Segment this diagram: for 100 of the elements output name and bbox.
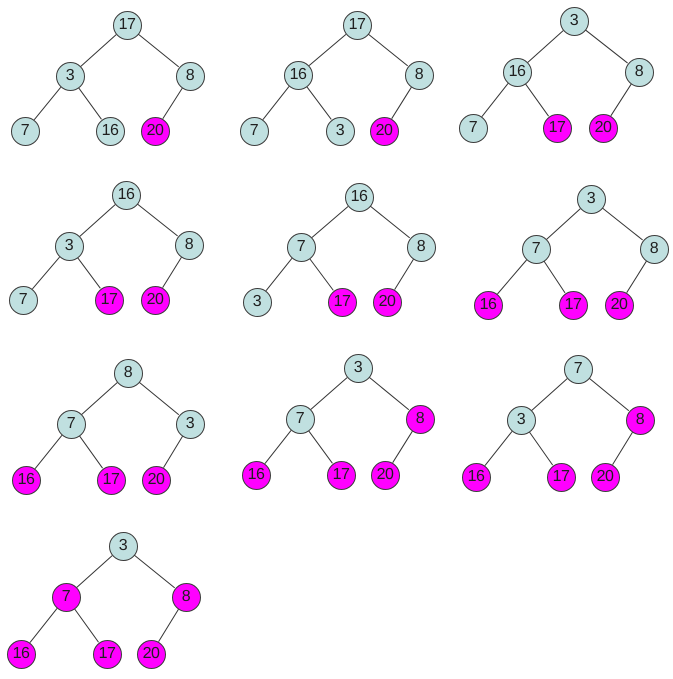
tree-node-circle: 8 xyxy=(640,234,668,264)
tree-node-circle: 17 xyxy=(546,462,576,492)
tree-edge xyxy=(481,82,509,118)
tree-edge xyxy=(136,204,178,236)
tree-edge xyxy=(311,206,349,238)
tree-node-circle: 8 xyxy=(172,582,200,612)
tree-edge xyxy=(162,88,183,120)
tree-edge xyxy=(531,378,568,411)
tree-edge xyxy=(546,208,581,240)
tree-node-circle: 20 xyxy=(590,462,620,492)
tree-edge xyxy=(158,608,179,642)
tree-node-circle: 7 xyxy=(56,410,86,438)
tree-edge xyxy=(626,260,647,294)
tree-node-circle: 20 xyxy=(140,116,170,146)
tree-node-circle: 17 xyxy=(92,640,122,668)
tree-edge xyxy=(34,86,62,120)
tree-edge xyxy=(392,430,413,464)
tree-edge xyxy=(544,260,566,294)
tree-edge xyxy=(79,204,116,237)
tree-node-circle: 16 xyxy=(6,640,36,668)
tree-node-circle: 20 xyxy=(370,116,398,146)
tree-node-circle: 16 xyxy=(284,60,312,90)
tree-edge xyxy=(80,34,117,67)
tree-node-circle: 16 xyxy=(242,460,270,490)
tree-edge xyxy=(76,555,113,588)
tree-node-circle: 20 xyxy=(588,114,618,142)
tree-node-circle: 7 xyxy=(522,234,550,264)
tree-edge xyxy=(309,258,334,291)
tree-node-circle: 7 xyxy=(286,404,314,434)
tree-node-circle: 20 xyxy=(604,290,634,320)
tree-node-circle: 7 xyxy=(564,354,592,384)
tree-edge xyxy=(162,256,182,288)
tree-edge xyxy=(32,256,60,290)
tree-edge xyxy=(266,258,292,292)
tree-node-circle: 17 xyxy=(96,466,126,494)
tree-node-circle: 20 xyxy=(142,466,170,494)
tree-node-circle: 8 xyxy=(404,60,434,90)
tree-edge xyxy=(78,435,104,469)
tree-edge xyxy=(368,376,410,410)
tree-edge xyxy=(138,382,180,416)
tree-edge xyxy=(308,430,333,464)
tree-edge xyxy=(484,430,513,466)
tree-edge xyxy=(77,257,101,289)
tree-node-circle: 7 xyxy=(52,582,80,612)
tree-edge xyxy=(584,29,628,64)
tree-node-circle: 3 xyxy=(56,62,84,90)
tree-edge xyxy=(394,258,414,290)
tree-node-circle: 16 xyxy=(12,466,40,494)
tree-node-circle: 3 xyxy=(576,184,606,214)
tree-node-circle: 3 xyxy=(506,406,536,434)
tree-edge xyxy=(29,608,58,644)
tree-node-circle: 7 xyxy=(286,232,316,262)
tree-node-circle: 3 xyxy=(176,410,204,438)
tree-node-circle: 8 xyxy=(406,232,436,262)
tree-node-circle: 17 xyxy=(342,10,372,40)
tree-edge xyxy=(134,554,176,588)
tree-edge xyxy=(368,34,408,66)
tree-node-circle: 17 xyxy=(94,286,124,314)
tree-edge xyxy=(612,432,633,466)
tree-edge xyxy=(370,206,410,238)
tree-node-circle: 20 xyxy=(136,640,166,668)
tree-node-circle: 16 xyxy=(502,58,532,86)
tree-node-circle: 7 xyxy=(10,116,40,146)
tree-node-circle: 7 xyxy=(8,286,38,314)
tree-node-circle: 20 xyxy=(370,460,400,490)
tree-edge xyxy=(496,260,528,294)
tree-node-circle: 17 xyxy=(542,114,572,142)
tree-edge xyxy=(310,377,348,410)
tree-node-circle: 8 xyxy=(114,358,142,388)
tree-node-circle: 3 xyxy=(108,532,138,560)
tree-node-circle: 16 xyxy=(96,116,124,146)
tree-edge xyxy=(262,86,290,120)
tree-node-circle: 17 xyxy=(558,290,588,320)
tree-node-circle: 7 xyxy=(240,116,268,146)
tree-node-circle: 3 xyxy=(344,354,372,382)
tree-edge xyxy=(138,34,180,68)
tree-edge xyxy=(78,87,102,120)
tree-node-circle: 3 xyxy=(560,6,588,36)
tree-edge xyxy=(81,382,118,415)
tree-node-circle: 8 xyxy=(624,58,654,86)
tree-node-circle: 17 xyxy=(112,10,142,40)
tree-edge xyxy=(527,30,564,63)
tree-edge xyxy=(524,83,550,117)
tree-node-circle: 16 xyxy=(344,182,374,212)
tree-node-circle: 8 xyxy=(174,230,204,260)
tree-edge xyxy=(34,434,62,470)
tree-edge xyxy=(306,86,332,120)
tree-node-circle: 16 xyxy=(112,180,140,210)
tree-edge xyxy=(610,84,632,116)
tree-edge xyxy=(308,34,346,66)
tree-node-circle: 3 xyxy=(242,288,272,316)
tree-edge xyxy=(163,436,183,468)
tree-edge xyxy=(528,431,554,466)
tree-node-circle: 3 xyxy=(326,116,354,146)
tree-edge xyxy=(588,378,630,412)
tree-node-circle: 17 xyxy=(326,460,356,490)
tree-edge xyxy=(264,430,292,464)
tree-node-circle: 17 xyxy=(328,288,356,316)
tree-edge xyxy=(74,608,100,643)
tree-node-circle: 3 xyxy=(54,232,84,260)
